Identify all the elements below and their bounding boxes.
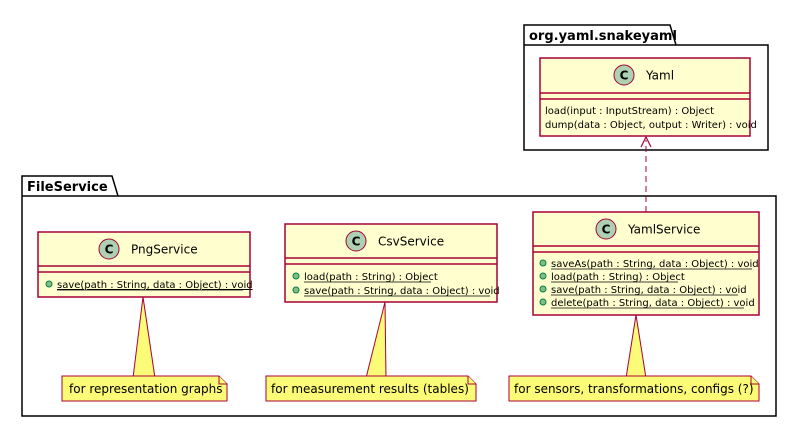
class-name: CsvService [378, 235, 444, 249]
public-method-icon [45, 280, 53, 288]
class-icon [613, 64, 635, 86]
static-method: saveAs(path : String, data : Object) : v… [551, 259, 759, 270]
class-icon [345, 230, 367, 252]
class-icon-letter: C [620, 69, 629, 83]
class-yaml[interactable]: C Yaml load(input : InputStream) : Objec… [539, 57, 757, 137]
method: load(input : InputStream) : Object [545, 106, 714, 117]
static-method: delete(path : String, data : Object) : v… [551, 298, 755, 309]
package-title: org.yaml.snakeyaml [529, 29, 677, 44]
note-yaml[interactable]: for sensors, transformations, configs (?… [508, 375, 760, 402]
class-yamlservice[interactable]: C YamlService saveAs(path : String, data… [532, 211, 760, 316]
note-png[interactable]: for representation graphs [61, 375, 228, 402]
note-csv[interactable]: for measurement results (tables) [265, 375, 477, 402]
class-pngservice[interactable]: C PngService save(path : String, data : … [37, 231, 253, 298]
class-name: YamlService [627, 223, 700, 237]
package-title: FileService [27, 180, 108, 195]
method: dump(data : Object, output : Writer) : v… [545, 120, 757, 131]
class-name: Yaml [645, 69, 674, 83]
class-icon [595, 218, 617, 240]
dependency-arrow [640, 135, 652, 212]
class-icon-letter: C [602, 223, 611, 237]
static-method: save(path : String, data : Object) : voi… [57, 280, 253, 291]
public-method-icon [292, 286, 300, 294]
static-method: save(path : String, data : Object) : voi… [551, 285, 747, 296]
public-method-icon [539, 272, 547, 280]
public-method-icon [539, 298, 547, 306]
class-icon [98, 238, 120, 260]
public-method-icon [539, 259, 547, 267]
class-csvservice[interactable]: C CsvService load(path : String) : Objec… [284, 223, 500, 303]
note-text: for sensors, transformations, configs (?… [514, 382, 754, 396]
public-method-icon [292, 272, 300, 280]
static-method: load(path : String) : Object [304, 272, 438, 283]
class-name: PngService [131, 243, 198, 257]
note-text: for measurement results (tables) [271, 382, 469, 396]
class-icon-letter: C [352, 235, 361, 249]
note-text: for representation graphs [69, 382, 223, 396]
public-method-icon [539, 285, 547, 293]
static-method: load(path : String) : Object [551, 272, 685, 283]
static-method: save(path : String, data : Object) : voi… [304, 286, 500, 297]
class-icon-letter: C [105, 243, 114, 257]
